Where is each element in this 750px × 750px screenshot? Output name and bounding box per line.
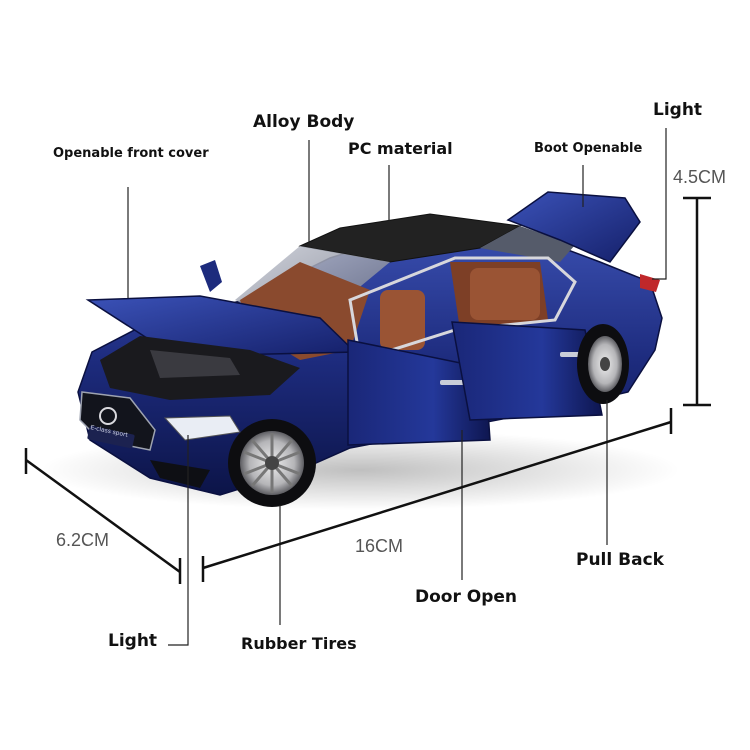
callout-light-rear: [652, 128, 667, 280]
rear-window: [480, 226, 575, 262]
label-pc-material: PC material: [348, 139, 453, 158]
rear-door: [451, 321, 603, 421]
star-emblem: [99, 407, 117, 425]
seat-front: [380, 290, 425, 350]
callout-light-front: [168, 435, 189, 646]
label-light-rear: Light: [653, 100, 703, 120]
label-pull-back: Pull Back: [576, 550, 664, 570]
dim-width-label: 6.2CM: [56, 530, 110, 550]
dim-length-label: 16CM: [355, 536, 404, 556]
seat-rear: [470, 268, 540, 320]
front-door: [347, 339, 491, 446]
label-openable-front-cover: Openable front cover: [53, 146, 209, 161]
headlight: [163, 415, 241, 441]
rear-wheel: [577, 324, 629, 404]
label-door-open: Door Open: [415, 587, 518, 607]
side-mirror: [200, 260, 222, 292]
dim-length-line: [202, 420, 672, 570]
dim-height-label: 4.5CM: [673, 167, 727, 187]
label-boot-openable: Boot Openable: [534, 141, 643, 156]
front-wheel: [228, 419, 316, 507]
label-rubber-tires: Rubber Tires: [241, 634, 357, 653]
label-light-front: Light: [108, 631, 158, 651]
boot-lid: [506, 191, 641, 263]
label-alloy-body: Alloy Body: [253, 112, 355, 132]
plate: [87, 425, 135, 449]
dim-width-line: [25, 458, 181, 574]
